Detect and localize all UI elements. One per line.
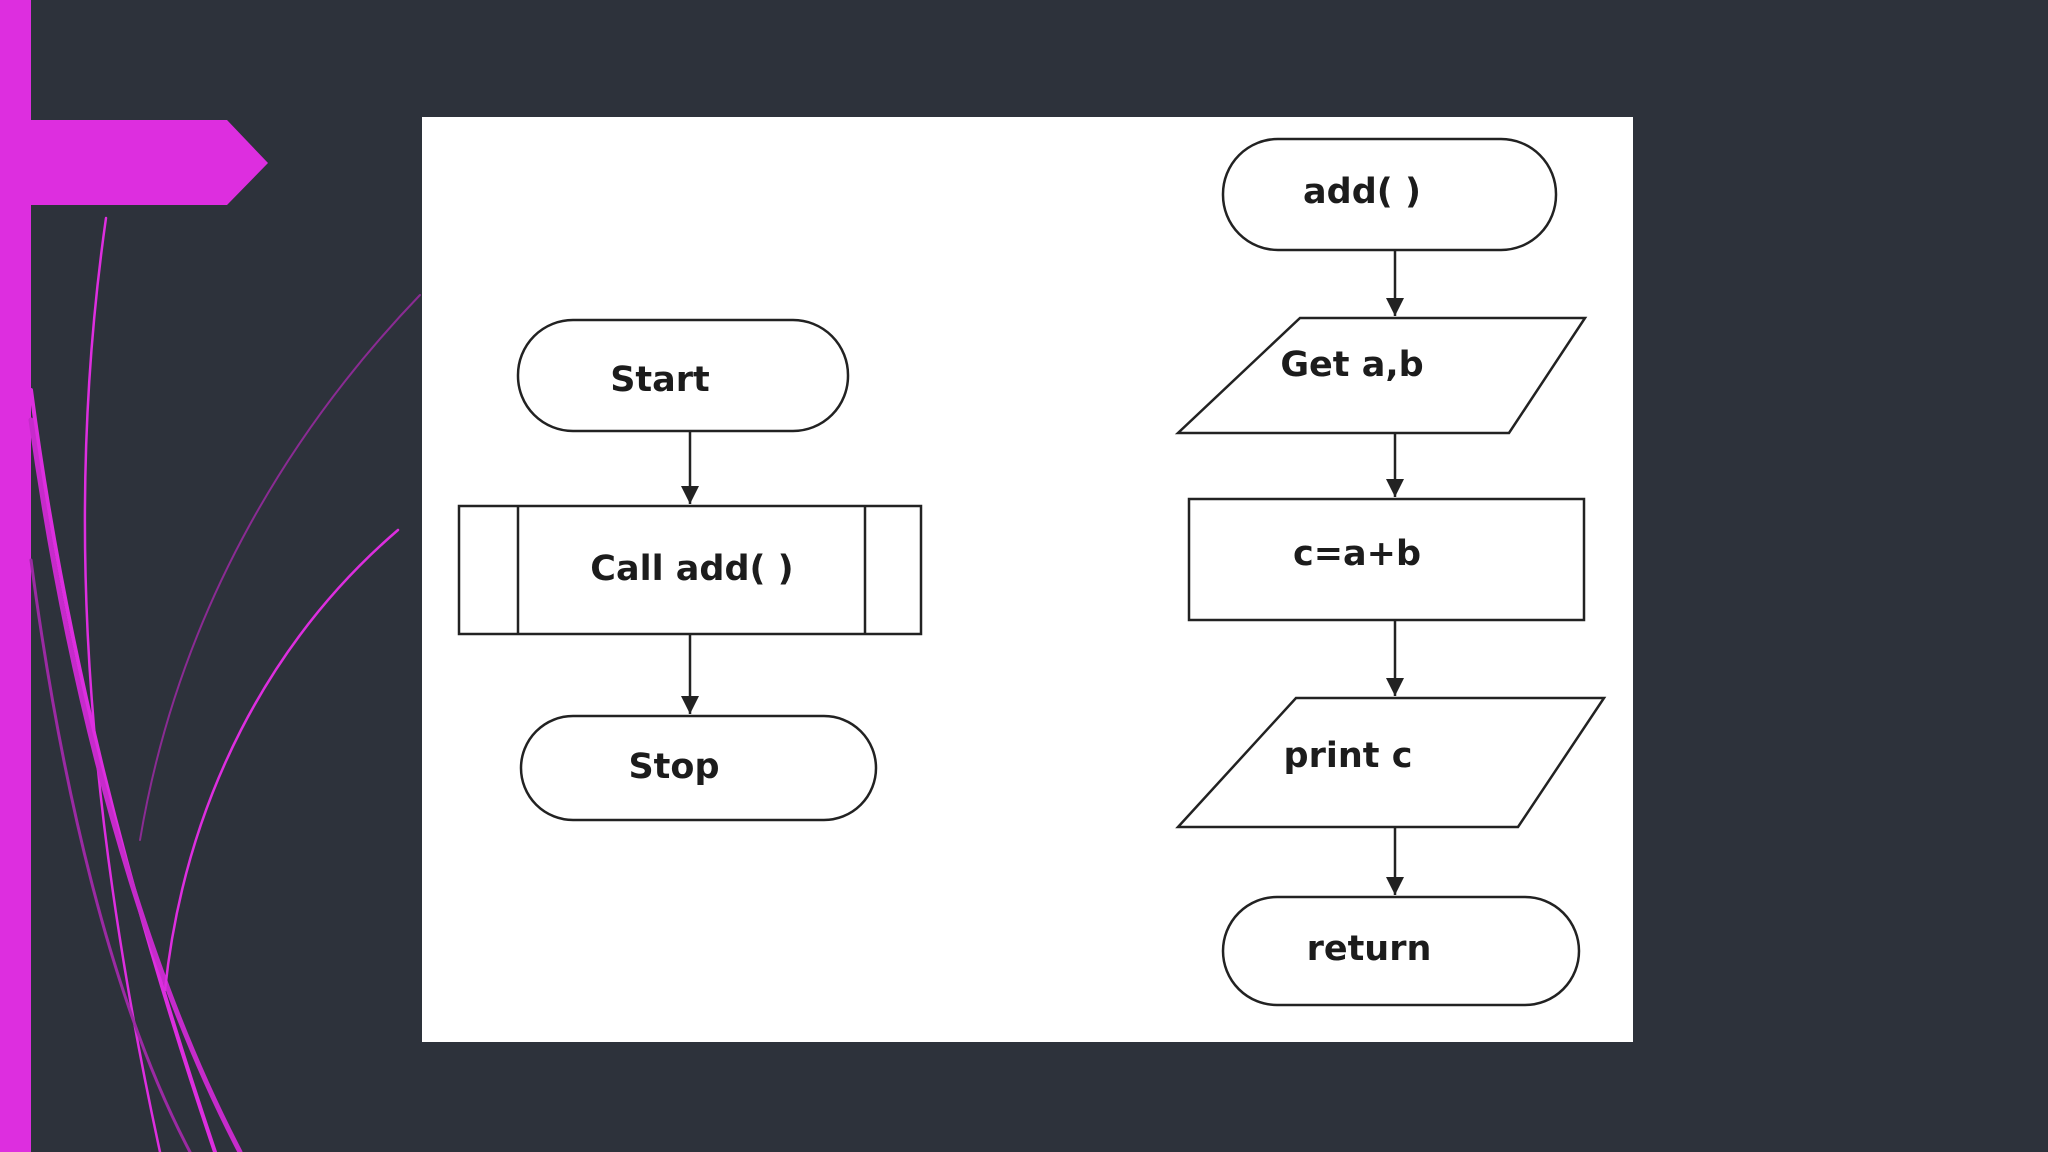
start-terminal xyxy=(516,318,850,433)
start-label: Start xyxy=(610,360,710,400)
call-add-label: Call add( ) xyxy=(590,549,793,589)
add-entry-label: add( ) xyxy=(1303,172,1421,212)
add-entry-terminal xyxy=(1221,137,1558,252)
get-input-parallelogram xyxy=(1174,316,1588,435)
diagram-panel: Start Call add( ) Stop add( ) Get a,b c=… xyxy=(422,117,1633,1042)
accent-bar xyxy=(0,0,31,1152)
get-ab-label: Get a,b xyxy=(1280,345,1423,385)
print-output-parallelogram xyxy=(1175,696,1607,829)
decor-curve xyxy=(28,417,243,1152)
stop-terminal xyxy=(519,714,878,822)
decor-curve xyxy=(163,528,400,992)
decor-curve xyxy=(29,388,217,1152)
decor-curve xyxy=(139,294,421,841)
process-label: c=a+b xyxy=(1293,534,1421,574)
decor-curve xyxy=(29,558,192,1152)
return-label: return xyxy=(1307,929,1432,969)
stop-label: Stop xyxy=(628,747,719,787)
flowchart: Start Call add( ) Stop add( ) Get a,b c=… xyxy=(457,137,1607,1007)
return-terminal xyxy=(1221,895,1581,1007)
title-arrow-icon xyxy=(31,120,268,205)
print-c-label: print c xyxy=(1284,736,1413,776)
process-box xyxy=(1187,497,1586,622)
decor-curve xyxy=(83,216,162,1152)
